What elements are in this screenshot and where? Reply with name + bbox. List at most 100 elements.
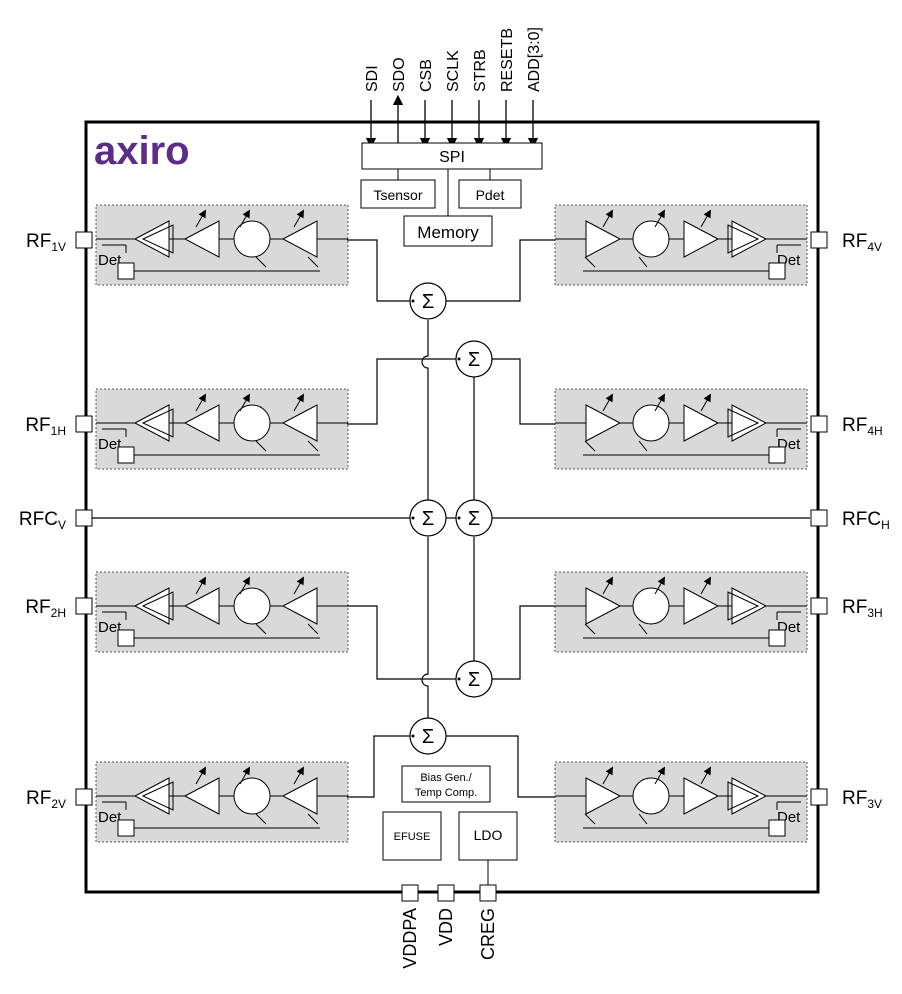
sigma-symbol: Σ	[468, 349, 480, 371]
port-name: RF	[842, 597, 867, 618]
port-name: RF	[842, 231, 867, 252]
det-output-square	[768, 629, 786, 647]
det-label: Det	[98, 436, 122, 453]
chain-rf2h: Det	[95, 571, 349, 653]
port-rf4v: RF4V	[810, 231, 882, 254]
svg-text:RF2V: RF2V	[26, 788, 66, 811]
svg-text:RF2H: RF2H	[25, 597, 66, 620]
bias-gen-block	[401, 765, 491, 803]
sum-h2: Σ	[455, 660, 493, 698]
sum-top-v: Σ	[409, 282, 447, 320]
sum-bottom-v: Σ	[409, 717, 447, 755]
port-subscript: 3H	[867, 606, 882, 620]
routing-wires	[92, 239, 810, 798]
port-name: RF	[842, 415, 867, 436]
spi-label: SPI	[439, 149, 465, 166]
port-subscript: H	[881, 518, 890, 532]
spi-pin-sdo: SDO	[391, 57, 408, 92]
port-subscript: 2H	[51, 606, 66, 620]
sum-rfc-v: Σ	[409, 499, 447, 537]
chain-rf2v: Det	[95, 761, 349, 843]
tsensor-block	[360, 179, 436, 209]
port-rf2v: RF2V	[26, 788, 93, 811]
pdet-block	[458, 179, 522, 209]
port-rf2h: RF2H	[25, 597, 93, 620]
det-label: Det	[98, 252, 122, 269]
det-output-square	[117, 629, 135, 647]
power-pin-label: CREG	[478, 908, 498, 960]
svg-text:RF4H: RF4H	[842, 415, 883, 438]
power-pin-group: VDDPA VDD CREG	[400, 884, 498, 969]
det-output-square	[768, 262, 786, 280]
chain-rf1v: Det	[95, 204, 349, 286]
power-pin-creg: CREG	[478, 884, 498, 960]
port-rf1v: RF1V	[26, 231, 93, 254]
svg-text:RF4V: RF4V	[842, 231, 882, 254]
power-pin-label: VDDPA	[400, 908, 420, 969]
spi-pin-add30: ADD[3:0]	[526, 27, 543, 92]
port-rf3v: RF3V	[810, 788, 882, 811]
port-name: RF	[26, 231, 51, 252]
port-rf4h: RF4H	[810, 415, 883, 438]
sigma-symbol: Σ	[422, 508, 434, 530]
sum-rfc-h: Σ	[455, 499, 493, 537]
spi-pin-sdi: SDI	[364, 65, 381, 92]
port-subscript: 2V	[51, 797, 66, 811]
summing-node-group: Σ Σ Σ Σ Σ Σ	[409, 282, 493, 755]
spi-pin-resetb: RESETB	[499, 28, 516, 92]
chain-rf3v: Det	[554, 761, 808, 843]
port-name: RF	[842, 788, 867, 809]
svg-text:RF1H: RF1H	[25, 415, 66, 438]
power-pin-vddpa: VDDPA	[400, 884, 420, 969]
det-label: Det	[98, 619, 122, 636]
axiro-logo: axiro	[94, 129, 190, 173]
sigma-symbol: Σ	[422, 726, 434, 748]
det-output-square	[117, 819, 135, 837]
port-subscript: 4H	[867, 424, 882, 438]
sigma-symbol: Σ	[422, 291, 434, 313]
ldo-label: LDO	[474, 827, 503, 843]
power-pin-label: VDD	[436, 908, 456, 946]
svg-text:RF1V: RF1V	[26, 231, 66, 254]
chain-rf3h: Det	[554, 571, 808, 653]
port-subscript: 1H	[51, 424, 66, 438]
spi-pin-sclk: SCLK	[445, 50, 462, 92]
port-rf1h: RF1H	[25, 415, 93, 438]
port-subscript: 4V	[867, 240, 882, 254]
spi-block	[361, 142, 543, 170]
bias-gen-label-1: Bias Gen./	[420, 772, 472, 784]
memory-label: Memory	[417, 223, 479, 242]
svg-text:RF3V: RF3V	[842, 788, 882, 811]
efuse-label: EFUSE	[394, 831, 431, 843]
sigma-symbol: Σ	[468, 669, 480, 691]
port-name: RF	[25, 415, 50, 436]
spi-pin-csb: CSB	[418, 59, 435, 92]
det-label: Det	[98, 809, 122, 826]
det-output-square	[117, 262, 135, 280]
port-subscript: 1V	[51, 240, 66, 254]
port-name: RF	[25, 597, 50, 618]
port-rfch: RFCH	[810, 509, 890, 532]
pdet-label: Pdet	[476, 187, 505, 203]
svg-text:RF3H: RF3H	[842, 597, 883, 620]
port-name: RFC	[19, 509, 58, 530]
chain-rf4h: Det	[554, 388, 808, 470]
port-name: RF	[26, 788, 51, 809]
port-name: RFC	[842, 509, 881, 530]
chain-rf1h: Det	[95, 388, 349, 470]
tsensor-label: Tsensor	[373, 187, 422, 203]
svg-text:RFCH: RFCH	[842, 509, 890, 532]
power-pin-vdd: VDD	[436, 884, 456, 946]
efuse-block	[382, 811, 442, 861]
det-output-square	[768, 446, 786, 464]
bias-gen-label-2: Temp Comp.	[415, 787, 477, 799]
chain-rf4v: Det	[554, 204, 808, 286]
sigma-symbol: Σ	[468, 508, 480, 530]
port-rfcv: RFCV	[19, 509, 93, 532]
det-output-square	[768, 819, 786, 837]
ldo-block	[458, 811, 518, 861]
svg-text:RFCV: RFCV	[19, 509, 66, 532]
